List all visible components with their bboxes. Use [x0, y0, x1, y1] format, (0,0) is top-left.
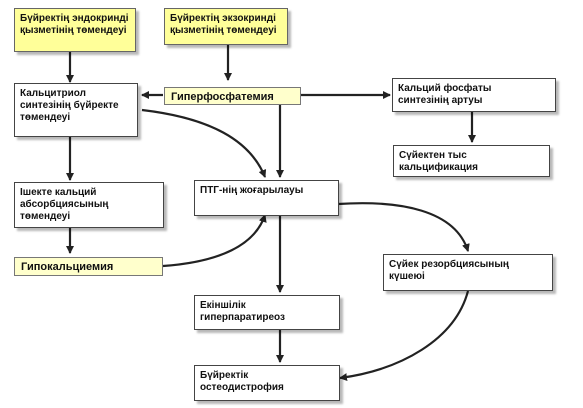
- hyperphosphatemia-node: Гиперфосфатемия: [164, 87, 301, 105]
- renal-osteodystrophy-node: Бүйректік остеодистрофия: [194, 365, 340, 401]
- calcium-phosphate-node: Кальций фосфаты синтезінің артуы: [392, 78, 556, 112]
- arrow-pth-to-bone-resorption: [337, 202, 470, 252]
- calcitriol-synthesis-node: Кальцитриол синтезінің бүйректе төмендеу…: [14, 83, 138, 137]
- extraskeletal-calcification-node: Сүйектен тыс кальцификация: [393, 145, 550, 177]
- hypocalcemia-node: Гипокальциемия: [14, 257, 163, 276]
- arrow-calcitriol-to-pth: [141, 108, 267, 178]
- exocrine-decline-node: Бүйректің экзокринді қызметінің төмендеу…: [164, 8, 288, 45]
- pth-increase-node: ПТГ-нің жоғарылауы: [194, 180, 339, 216]
- arrow-bone-resorption-to-osteodystrophy: [339, 290, 470, 382]
- secondary-hyperparathyroidism-node: Екіншілік гиперпаратиреоз: [194, 295, 340, 330]
- intestinal-absorption-node: Ішекте кальций абсорбциясының төмендеуі: [14, 182, 164, 228]
- bone-resorption-node: Сүйек резорбциясының күшеюі: [383, 254, 553, 291]
- arrow-hypocalcemia-to-pth: [162, 214, 267, 268]
- endocrine-decline-node: Бүйректің эндокринді қызметінің төмендеу…: [14, 8, 136, 52]
